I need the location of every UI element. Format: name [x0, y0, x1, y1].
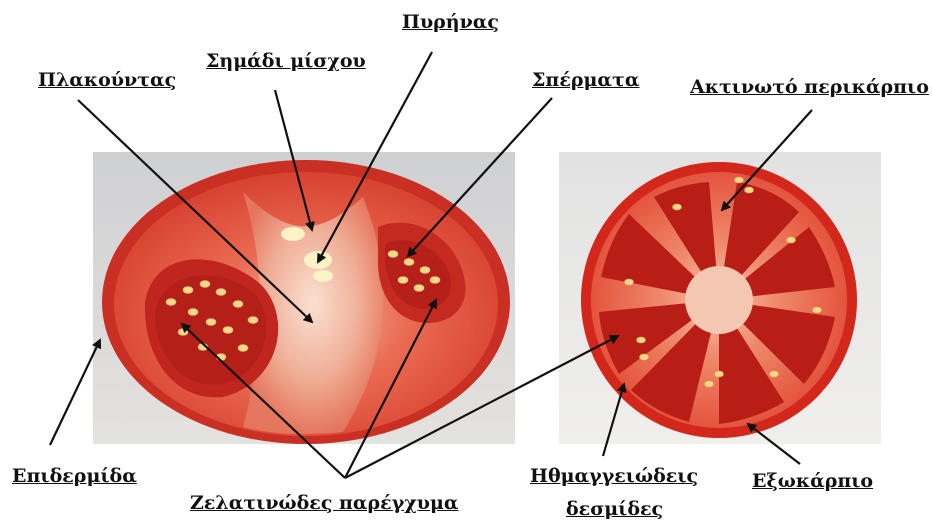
- tomato-longitudinal-photo: [93, 152, 515, 444]
- tomato-transverse-photo: [559, 152, 881, 444]
- label-exokarpio: Εξωκάρπιο: [752, 470, 873, 492]
- label-plakountas: Πλακούντας: [38, 69, 176, 91]
- label-pyrinas: Πυρήνας: [402, 11, 499, 33]
- label-ithmaggeiodeis-line2: δεσμίδες: [566, 498, 663, 520]
- label-epidermida: Επιδερμίδα: [12, 465, 137, 487]
- label-zelatinodes-paregchyma: Ζελατινώδες παρέγχυμα: [190, 492, 459, 514]
- label-ithmaggeiodeis-line1: Ηθμαγγειώδεις: [530, 465, 698, 487]
- label-spermata: Σπέρματα: [532, 69, 639, 91]
- label-aktinoto-perikarpio: Ακτινωτό περικάρπιο: [690, 76, 929, 98]
- label-simadi-mischou: Σημάδι μίσχου: [206, 50, 366, 72]
